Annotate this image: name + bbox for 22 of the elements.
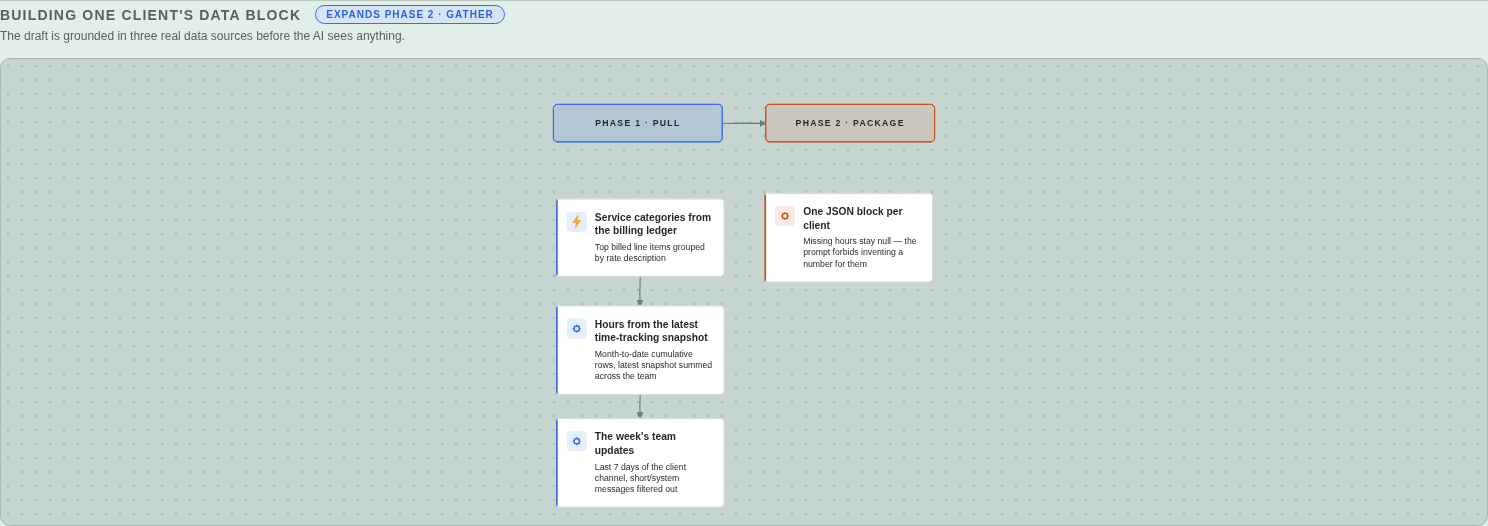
arrow [636, 394, 644, 420]
phase-label: PHASE 2 · PACKAGE [794, 117, 906, 130]
card-heading: Hours from the latest time-tracking snapshot [594, 318, 708, 344]
caption-text: The draft is grounded in three real data sources before the AI sees anything. [0, 29, 405, 43]
arrow [636, 276, 644, 307]
step-card [555, 198, 725, 277]
card-heading: The week's team updates [594, 430, 676, 457]
card-heading: One JSON block per client [803, 205, 903, 231]
phase-header [553, 103, 723, 143]
phase-label: PHASE 1 · PULL [594, 117, 682, 130]
card-description: Missing hours stay null — the prompt forbids inventing a number for them [803, 235, 918, 270]
step-card [555, 417, 725, 508]
step-card [763, 192, 933, 283]
step-card [555, 305, 725, 396]
arrow [722, 119, 767, 127]
card-heading: Service categories from the billing ledger [594, 211, 712, 237]
phase-header [765, 103, 935, 143]
card-description: Month-to-date cumulative rows, latest snapshot summed across the team [594, 348, 714, 383]
diagram-title: BUILDING ONE CLIENT'S DATA BLOCK [0, 6, 302, 23]
expansion-tag: EXPANDS PHASE 2 · GATHER [315, 5, 505, 24]
card-description: Top billed line items grouped by rate description [594, 241, 706, 264]
card-description: Last 7 days of the client channel, short/system messages filtered out [594, 460, 688, 495]
